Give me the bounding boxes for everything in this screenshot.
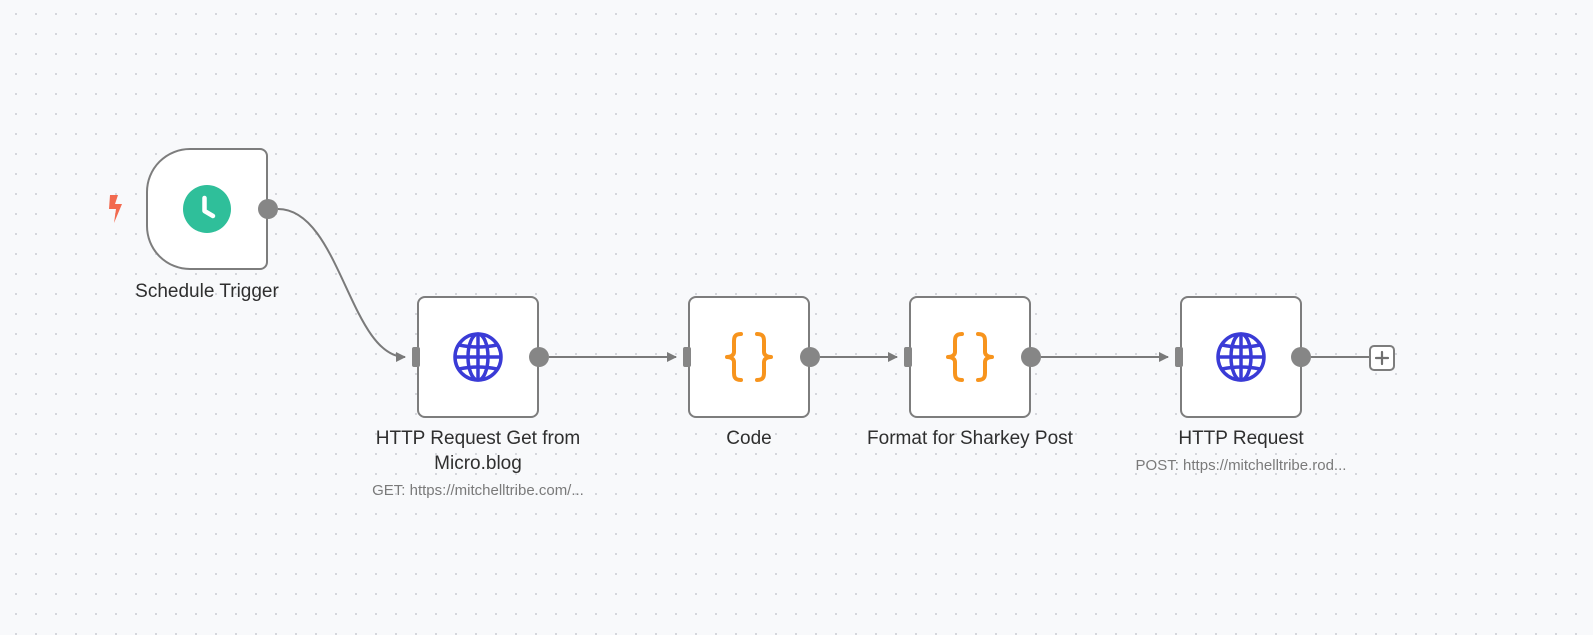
code-braces-icon bbox=[946, 332, 994, 382]
output-handle[interactable] bbox=[1291, 347, 1311, 367]
output-handle[interactable] bbox=[529, 347, 549, 367]
node-http-get-microblog[interactable] bbox=[417, 296, 539, 418]
node-label: Format for Sharkey Post bbox=[867, 428, 1073, 449]
node-label: Schedule Trigger bbox=[135, 281, 279, 302]
code-braces-icon bbox=[725, 332, 773, 382]
node-code[interactable] bbox=[688, 296, 810, 418]
globe-icon bbox=[1216, 332, 1266, 382]
node-label: HTTP Request Get from Micro.blog bbox=[375, 428, 581, 474]
add-node-button[interactable] bbox=[1369, 345, 1395, 371]
connection-trigger-to-http-get[interactable] bbox=[277, 208, 406, 362]
output-handle[interactable] bbox=[1021, 347, 1041, 367]
clock-icon bbox=[183, 185, 231, 233]
lightning-bolt-icon bbox=[109, 195, 122, 223]
node-http-request[interactable] bbox=[1180, 296, 1302, 418]
node-format-sharkey[interactable] bbox=[909, 296, 1031, 418]
input-handle[interactable] bbox=[412, 347, 420, 367]
output-handle[interactable] bbox=[800, 347, 820, 367]
input-handle[interactable] bbox=[683, 347, 691, 367]
plus-icon bbox=[1374, 350, 1390, 366]
node-label: HTTP Request bbox=[1178, 428, 1304, 449]
output-handle[interactable] bbox=[258, 199, 278, 219]
globe-icon bbox=[453, 332, 503, 382]
node-label: Code bbox=[726, 428, 772, 449]
input-handle[interactable] bbox=[1175, 347, 1183, 367]
input-handle[interactable] bbox=[904, 347, 912, 367]
node-subtitle: GET: https://mitchelltribe.com/... bbox=[372, 482, 584, 499]
node-schedule-trigger[interactable] bbox=[146, 148, 268, 270]
node-subtitle: POST: https://mitchelltribe.rod... bbox=[1135, 457, 1347, 474]
